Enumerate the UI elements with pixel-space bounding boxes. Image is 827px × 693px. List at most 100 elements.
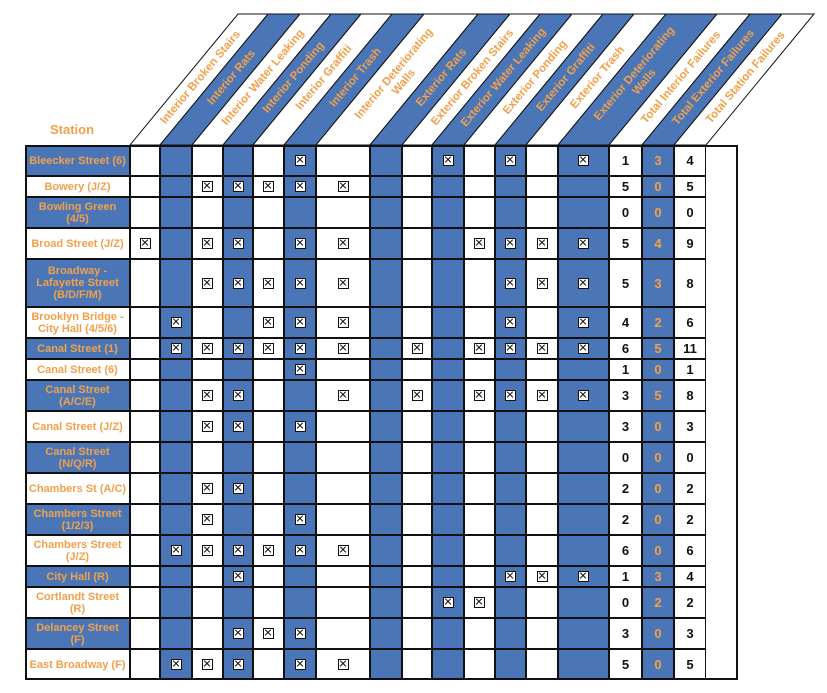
check-cell (253, 380, 284, 411)
check-cell (160, 442, 192, 473)
check-cell (402, 338, 432, 359)
check-cell (253, 587, 284, 618)
check-cell (432, 587, 464, 618)
check-cell (223, 359, 253, 380)
check-cell (370, 442, 402, 473)
check-cell (130, 587, 160, 618)
checked-box-icon (337, 238, 349, 249)
checked-box-icon (337, 277, 349, 289)
check-cell (253, 259, 284, 307)
checked-box-icon (294, 343, 306, 354)
check-cell (526, 176, 558, 197)
check-cell (253, 535, 284, 566)
check-cell (526, 307, 558, 338)
check-cell (558, 359, 609, 380)
total-value-cell: 5 (642, 380, 674, 411)
check-cell (558, 176, 609, 197)
check-cell (495, 442, 526, 473)
check-cell (526, 359, 558, 380)
check-cell (160, 197, 192, 228)
checked-box-icon (578, 571, 589, 582)
check-cell (160, 259, 192, 307)
checked-box-icon (505, 238, 516, 249)
check-cell (464, 176, 495, 197)
total-value-cell: 0 (642, 176, 674, 197)
check-cell (558, 618, 609, 649)
check-cell (495, 259, 526, 307)
check-cell (253, 504, 284, 535)
check-cell (526, 145, 558, 176)
check-cell (432, 197, 464, 228)
check-cell (370, 380, 402, 411)
check-cell (160, 145, 192, 176)
check-cell (558, 197, 609, 228)
checked-box-icon (232, 181, 244, 192)
check-cell (370, 259, 402, 307)
station-name-cell: Cortlandt Street (R) (25, 587, 130, 618)
station-name-cell: Canal Street (6) (25, 359, 130, 380)
check-cell (370, 473, 402, 504)
check-cell (253, 307, 284, 338)
checked-box-icon (411, 390, 423, 401)
check-cell (192, 228, 223, 259)
check-cell (370, 228, 402, 259)
checked-box-icon (505, 317, 516, 328)
check-cell (432, 338, 464, 359)
total-value-cell: 0 (642, 411, 674, 442)
check-cell (192, 566, 223, 587)
checked-box-icon (337, 390, 349, 401)
check-cell (558, 307, 609, 338)
station-name-cell: Delancey Street (F) (25, 618, 130, 649)
checked-box-icon (337, 317, 349, 328)
check-cell (495, 411, 526, 442)
check-cell (370, 649, 402, 680)
check-cell (526, 411, 558, 442)
check-cell (432, 228, 464, 259)
checked-box-icon (294, 659, 306, 670)
total-value-cell: 5 (609, 228, 642, 259)
total-value-cell: 9 (674, 228, 706, 259)
check-cell (130, 535, 160, 566)
check-cell (316, 338, 370, 359)
check-cell (464, 338, 495, 359)
check-cell (253, 145, 284, 176)
check-cell (160, 473, 192, 504)
check-cell (316, 442, 370, 473)
check-cell (160, 307, 192, 338)
checked-box-icon (474, 343, 485, 354)
checked-box-icon (232, 390, 244, 401)
check-cell (284, 307, 316, 338)
check-cell (316, 307, 370, 338)
check-cell (130, 473, 160, 504)
check-cell (223, 566, 253, 587)
check-cell (316, 504, 370, 535)
check-cell (495, 307, 526, 338)
check-cell (192, 176, 223, 197)
check-cell (432, 566, 464, 587)
check-cell (192, 259, 223, 307)
check-cell (192, 587, 223, 618)
check-cell (432, 359, 464, 380)
check-cell (526, 587, 558, 618)
total-value-cell: 3 (642, 566, 674, 587)
check-cell (192, 442, 223, 473)
checked-box-icon (202, 659, 213, 670)
check-cell (464, 411, 495, 442)
check-cell (495, 338, 526, 359)
check-cell (558, 649, 609, 680)
checked-box-icon (232, 238, 244, 249)
check-cell (558, 411, 609, 442)
check-cell (130, 228, 160, 259)
check-cell (402, 145, 432, 176)
check-cell (370, 176, 402, 197)
station-name-cell: Bowling Green (4/5) (25, 197, 130, 228)
checked-box-icon (294, 514, 306, 525)
checked-box-icon (263, 343, 274, 354)
check-cell (130, 380, 160, 411)
check-cell (558, 504, 609, 535)
check-cell (253, 649, 284, 680)
check-cell (402, 380, 432, 411)
check-cell (526, 649, 558, 680)
check-cell (316, 197, 370, 228)
checked-box-icon (442, 155, 454, 166)
